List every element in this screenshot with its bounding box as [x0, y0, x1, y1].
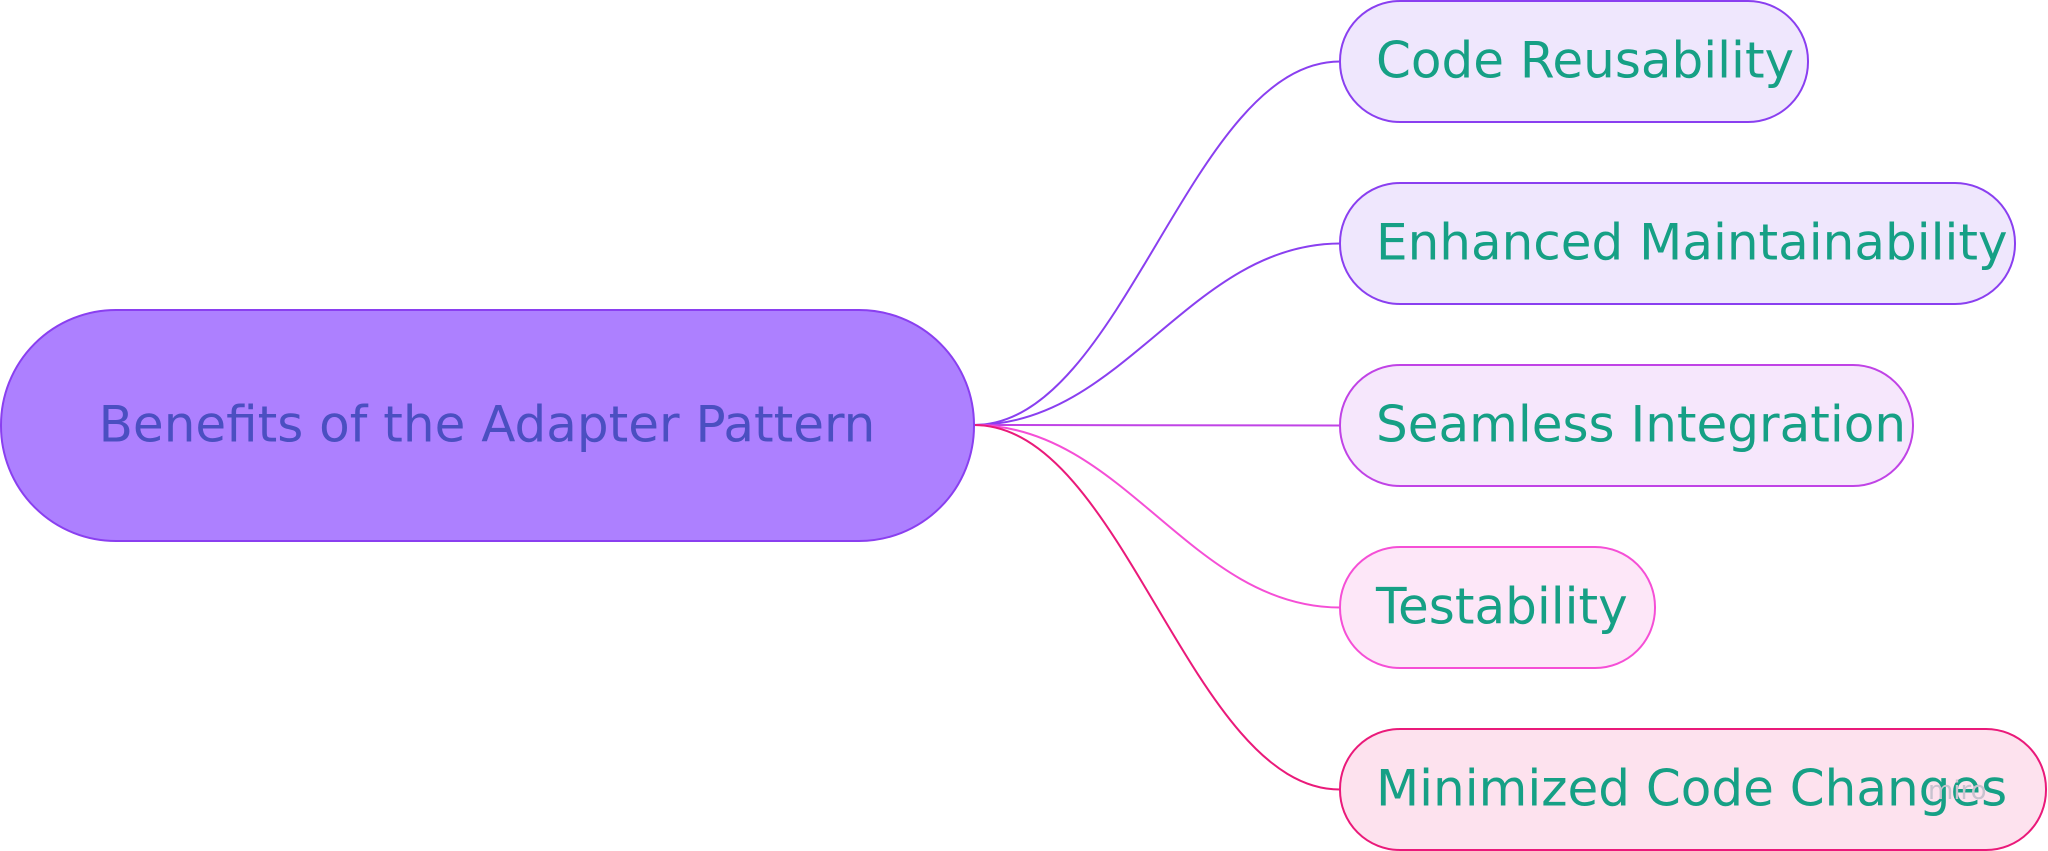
- connector-line: [973, 242, 1341, 426]
- branch-node-label: Seamless Integration: [1376, 396, 1906, 454]
- branch-node-minimized-code-changes[interactable]: Minimized Code Changes: [1339, 728, 2047, 851]
- branch-node-code-reusability[interactable]: Code Reusability: [1339, 0, 1809, 123]
- connector-line: [973, 424, 1341, 791]
- root-node-label: Benefits of the Adapter Pattern: [99, 396, 876, 454]
- branch-node-shape: [1339, 0, 1809, 123]
- branch-node-label: Minimized Code Changes: [1376, 760, 2007, 818]
- root-node[interactable]: Benefits of the Adapter Pattern: [0, 309, 975, 542]
- branch-node-shape: [1339, 364, 1914, 487]
- branch-node-seamless-integration[interactable]: Seamless Integration: [1339, 364, 1914, 487]
- branch-node-label: Testability: [1375, 578, 1628, 636]
- branch-node-shape: [1339, 182, 2016, 305]
- root-node-shape: [0, 309, 975, 542]
- connector-line: [973, 424, 1341, 427]
- branch-node-testability[interactable]: Testability: [1339, 546, 1656, 669]
- connector-group: [973, 60, 1341, 791]
- connector-line: [973, 424, 1341, 609]
- branch-node-shape: [1339, 546, 1656, 669]
- connector-line: [973, 60, 1341, 426]
- branch-node-label: Enhanced Maintainability: [1376, 214, 2008, 272]
- branch-node-enhanced-maintainability[interactable]: Enhanced Maintainability: [1339, 182, 2016, 305]
- branch-node-label: Code Reusability: [1376, 32, 1794, 90]
- miro-watermark-logo: miro: [1928, 776, 1987, 806]
- branch-node-shape: [1339, 728, 2047, 851]
